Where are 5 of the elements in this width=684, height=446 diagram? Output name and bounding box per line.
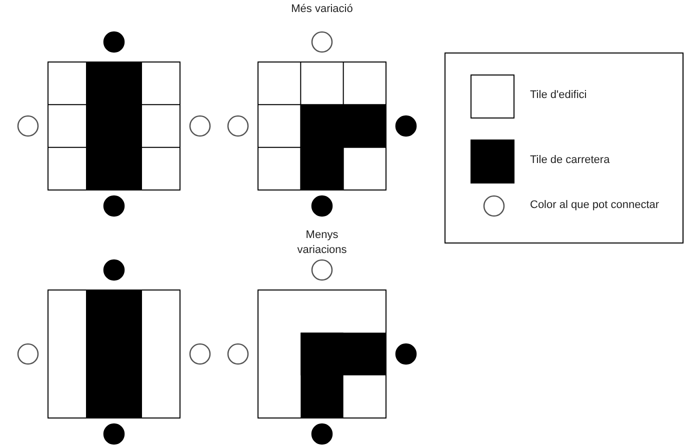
legend-text: Tile de carretera — [530, 154, 610, 166]
heading-label: Més variació — [290, 2, 354, 17]
heading-label: Menys variacions — [296, 228, 348, 258]
legend-text: Color al que pot connectar — [530, 199, 660, 211]
legend-text: Tile d'edifici — [530, 89, 587, 101]
